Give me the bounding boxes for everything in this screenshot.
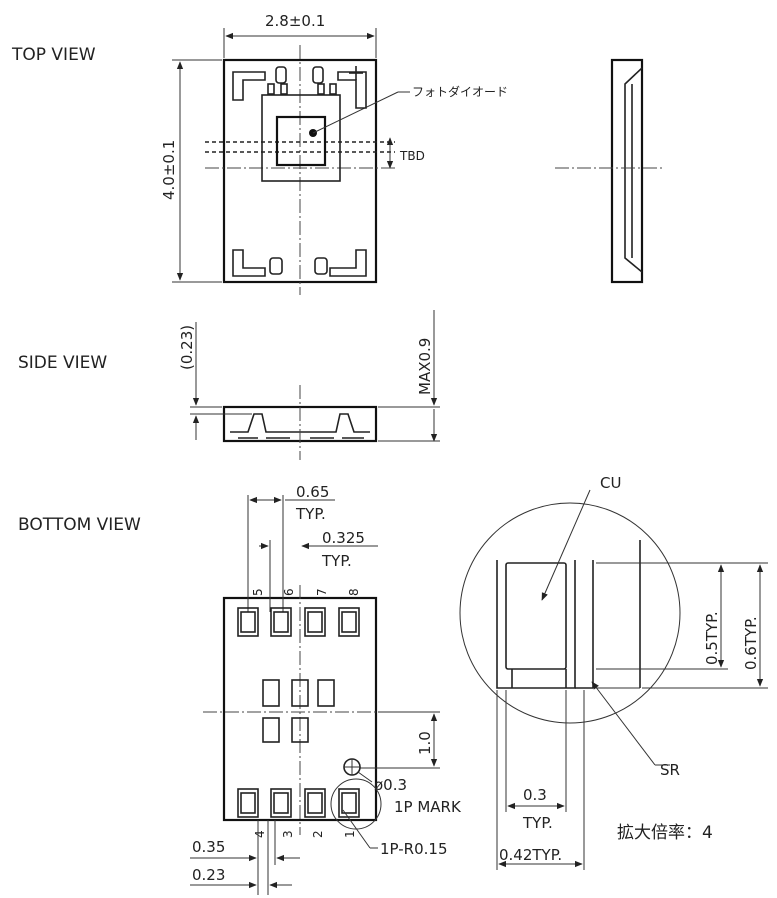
detail-pad-sr (496, 560, 576, 689)
side-offset-dim: (0.23) (178, 325, 196, 370)
pin-1: 1 (343, 830, 357, 838)
half-pitch-dim: 0.325 (322, 529, 365, 547)
top-view-label: TOP VIEW (11, 45, 96, 65)
cu-label: CU (600, 474, 621, 492)
bottom-view: 0.65 TYP. 0.325 TYP. 5 6 7 8 (190, 483, 462, 895)
pad-8 (338, 607, 360, 637)
corner-radius: 1P-R0.15 (380, 840, 448, 858)
top-width-dim: 2.8±0.1 (265, 12, 325, 30)
pad-3 (270, 788, 292, 818)
lead-trace-tl (232, 71, 266, 101)
side-view-label: SIDE VIEW (18, 353, 107, 373)
die-frame (261, 94, 341, 182)
height-06: 0.6TYP. (742, 616, 760, 670)
photodiode-area (275, 115, 327, 167)
pad-5 (237, 607, 259, 637)
sr-label: SR (660, 761, 680, 779)
mark-label: 1P MARK (394, 798, 462, 816)
top-view: 2.8±0.1 4.0±0.1 フォトダイオード TBD (160, 12, 508, 295)
pin-4: 4 (253, 830, 267, 838)
pad-4 (237, 788, 259, 818)
pin-8: 8 (347, 588, 361, 596)
pad-width-dim: 0.35 (192, 838, 225, 856)
mark-dia: ø0.3 (374, 776, 407, 794)
height-05: 0.5TYP. (703, 611, 721, 665)
photodiode-label: フォトダイオード (412, 84, 508, 99)
lead-trace-bl (232, 249, 266, 277)
pin-5: 5 (251, 588, 265, 596)
side-leadframe (230, 413, 370, 433)
pin-6: 6 (282, 588, 296, 596)
scale-label: 拡大倍率：4 (617, 823, 713, 843)
pad-6 (270, 607, 292, 637)
pin-7: 7 (315, 588, 329, 596)
detail-circle (459, 502, 681, 724)
top-height-dim: 4.0±0.1 (160, 140, 178, 200)
lead-trace-br (329, 249, 367, 277)
width-042: 0.42TYP. (499, 846, 562, 864)
pitch-typ: TYP. (295, 505, 326, 523)
bottom-view-label: BOTTOM VIEW (18, 515, 141, 535)
pad-2 (304, 788, 326, 818)
tbd-label: TBD (399, 149, 425, 163)
pad-width-dim-2: 0.23 (192, 866, 225, 884)
detail-pad-cu (505, 562, 567, 670)
pitch-dim: 0.65 (296, 483, 329, 501)
side-max-height: MAX0.9 (416, 338, 434, 395)
row-offset-dim: 1.0 (416, 731, 434, 755)
detail-view: CU SR 0.5TYP. 0.6TYP. 0.3 TYP. 0.42TYP. … (459, 474, 768, 870)
pin-3: 3 (281, 830, 295, 838)
top-side-profile (555, 58, 665, 284)
pad-1 (338, 788, 360, 818)
half-pitch-typ: TYP. (321, 552, 352, 570)
width-03-typ: TYP. (522, 814, 553, 832)
pin-2: 2 (311, 830, 325, 838)
pad-7 (304, 607, 326, 637)
center-pad (262, 679, 280, 707)
width-03: 0.3 (523, 786, 547, 804)
lead-trace-tr (337, 71, 367, 109)
side-view: (0.23) MAX0.9 (178, 310, 440, 460)
